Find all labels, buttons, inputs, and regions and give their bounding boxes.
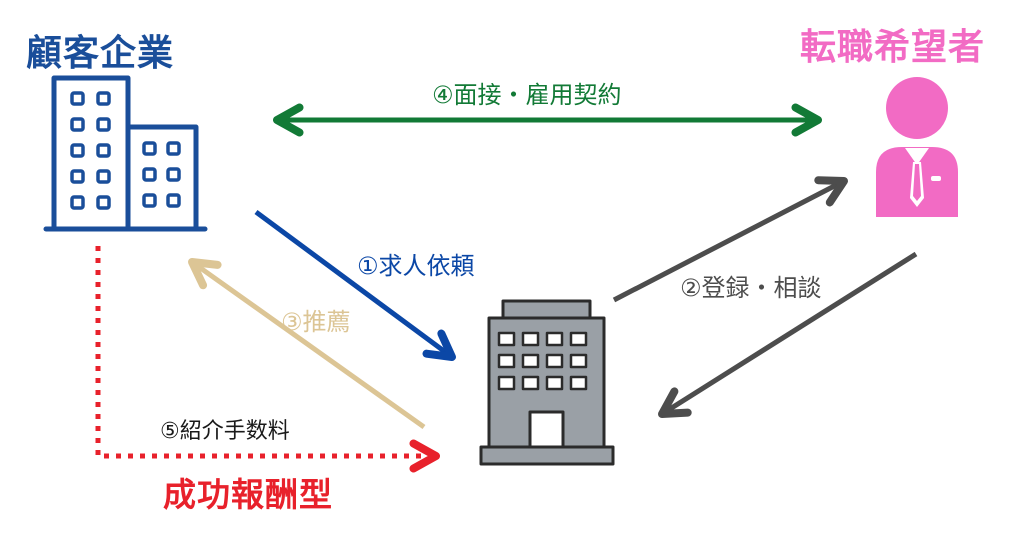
client-title: 顧客企業 bbox=[26, 33, 175, 74]
register-label: ②登録・相談 bbox=[680, 274, 822, 302]
referral-fee-arrow bbox=[95, 246, 440, 473]
job-request-label: ①求人依頼 bbox=[357, 252, 475, 280]
job-request-arrow bbox=[254, 209, 456, 361]
recommend-arrow bbox=[188, 258, 426, 430]
candidate-title: 転職希望者 bbox=[800, 27, 986, 68]
register-arrow bbox=[612, 176, 848, 303]
candidate-to-agency-arrow bbox=[658, 251, 918, 418]
agency-building-icon bbox=[479, 299, 615, 466]
success-fee-model-title: 成功報酬型 bbox=[163, 475, 333, 514]
businessperson-icon bbox=[876, 77, 958, 217]
recommend-label: ③推薦 bbox=[281, 308, 351, 336]
office-buildings-icon bbox=[43, 75, 208, 232]
interview-contract-label: ④面接・雇用契約 bbox=[432, 81, 622, 109]
referral-fee-label: ⑤紹介手数料 bbox=[160, 419, 290, 444]
